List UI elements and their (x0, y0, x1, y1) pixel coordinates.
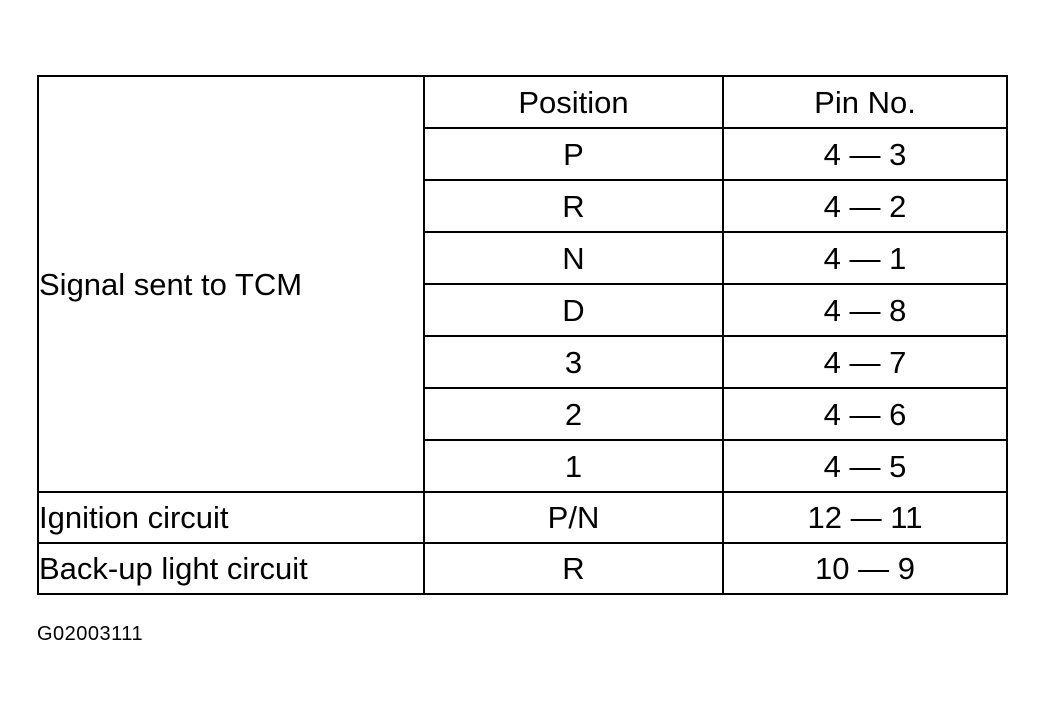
position-cell: R (423, 542, 724, 595)
header-row: Signal sent to TCM Position Pin No. (37, 75, 1008, 493)
table-row: N 4 — 1 (38, 231, 1008, 285)
position-cell: P (423, 127, 724, 181)
signal-group-label: Signal sent to TCM (37, 75, 425, 493)
pin-cell: 4 — 7 (722, 335, 1008, 389)
table-row: 1 4 — 5 (38, 439, 1008, 493)
pin-cell: 4 — 8 (722, 283, 1008, 337)
table-row: 2 4 — 6 (38, 387, 1008, 441)
pin-cell: 10 — 9 (722, 542, 1008, 595)
position-header: Position (423, 75, 724, 129)
pin-header: Pin No. (722, 75, 1008, 129)
position-cell: P/N (423, 491, 724, 544)
pin-cell: 4 — 3 (722, 127, 1008, 181)
table-row: D 4 — 8 (38, 283, 1008, 337)
pin-cell: 4 — 5 (722, 439, 1008, 493)
position-cell: R (423, 179, 724, 233)
table-row: P 4 — 3 (38, 127, 1008, 181)
pin-cell: 4 — 1 (722, 231, 1008, 285)
position-cell: D (423, 283, 724, 337)
table-row: Ignition circuit P/N 12 — 11 (37, 491, 1008, 544)
figure-code: G02003111 (37, 623, 144, 645)
position-cell: 3 (423, 335, 724, 389)
table-row: R 4 — 2 (38, 179, 1008, 233)
position-cell: N (423, 231, 724, 285)
table-row: Back-up light circuit R 10 — 9 (37, 542, 1008, 595)
position-cell: 2 (423, 387, 724, 441)
pin-table: Signal sent to TCM Position Pin No. P 4 … (37, 75, 1008, 595)
circuit-label: Back-up light circuit (37, 542, 425, 595)
pin-cell: 4 — 2 (722, 179, 1008, 233)
table-row: 3 4 — 7 (38, 335, 1008, 389)
pin-cell: 12 — 11 (722, 491, 1008, 544)
circuit-label: Ignition circuit (37, 491, 425, 544)
pin-cell: 4 — 6 (722, 387, 1008, 441)
position-cell: 1 (423, 439, 724, 493)
